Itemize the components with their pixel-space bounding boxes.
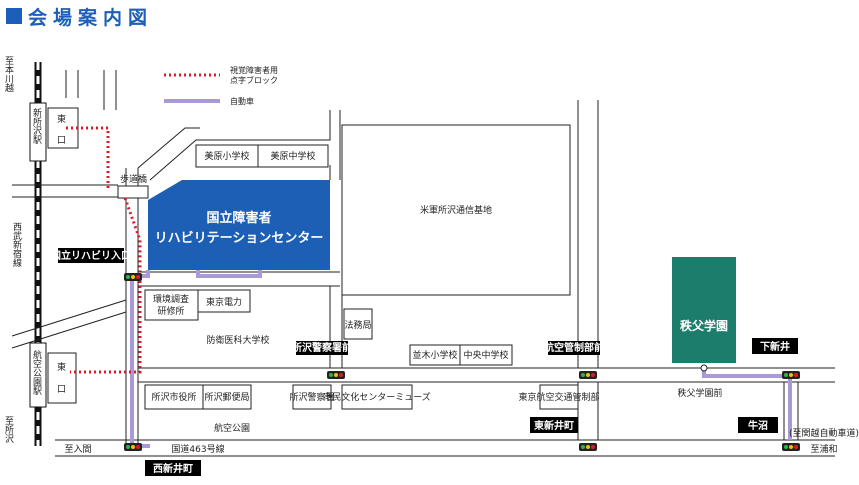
legend-braille-line2: 点字ブロック	[230, 75, 278, 85]
badge-kansei: 航空管制部前	[544, 341, 604, 354]
label-tepco: 東京電力	[206, 296, 242, 308]
badge-police-bg	[296, 341, 348, 355]
us-army-base	[341, 124, 571, 296]
badge-rihabiri: 国立リハビリ入口	[51, 249, 131, 262]
center-name-line2: リハビリテーションセンター	[155, 230, 324, 246]
rehabilitation-center-building	[148, 180, 330, 270]
shin-tokorozawa-station	[29, 102, 47, 162]
label-koku-koen-park: 航空公園	[214, 422, 250, 434]
label-namiki-es: 並木小学校	[412, 349, 457, 361]
badge-nishi-shin-arai: 西新井町	[153, 462, 193, 475]
label-cityhall: 所沢市役所	[151, 391, 196, 403]
mihara-junior-high-school	[257, 144, 329, 168]
signal-police	[327, 371, 345, 379]
post-office-building	[202, 384, 252, 410]
label-shin-tokorozawa: 新所沢駅	[31, 107, 42, 145]
signal-kansei	[579, 371, 597, 379]
signal-nishi-shin-arai	[124, 443, 142, 451]
label-post: 所沢郵便局	[204, 391, 249, 403]
badge-higashi-bg	[530, 417, 578, 433]
badge-shin-arai-bg	[752, 338, 798, 354]
map-title: 会場案内図	[6, 4, 154, 29]
chichibu-gakuen-label: 秩父学園	[680, 318, 728, 333]
badge-higashi-shin-arai: 東新井町	[534, 419, 574, 432]
traffic-control-building	[539, 384, 579, 410]
badge-ushinuma: 牛沼	[748, 419, 768, 432]
label-kankyo-line2: 研修所	[157, 305, 184, 317]
label-koku-koen-station: 航空公園駅	[31, 349, 42, 396]
badge-nishi-bg	[145, 460, 201, 476]
label-hodokyo: 歩道橋	[120, 173, 147, 185]
legend-car-label: 自動車	[230, 96, 254, 106]
houmukyoku-building	[343, 308, 373, 340]
bus-stop-icon	[700, 364, 708, 372]
badge-kansei-bg	[548, 341, 600, 355]
label-mihara-es: 美原小学校	[204, 150, 249, 162]
label-kankyo-line1: 環境調査	[153, 293, 189, 305]
hodokyo-building	[117, 185, 149, 199]
kankyo-institute	[144, 289, 199, 321]
label-us-army: 米軍所沢通信基地	[420, 204, 492, 216]
label-chichibu-mae: 秩父学園前	[677, 387, 722, 399]
title-square-icon	[6, 8, 22, 24]
label-to-hon-kawagoe: 至本川越	[3, 56, 14, 92]
label-expressway: (至関越自動車道)	[789, 427, 859, 439]
legend-braille-label: 視覚障害者用点字ブロック	[230, 65, 278, 85]
badge-shin-arai: 下新井	[760, 340, 790, 353]
label-to-urawa: 至浦和	[810, 443, 837, 455]
label-seibu-line: 西武新宿線	[11, 222, 22, 267]
label-police: 所沢警察署	[289, 391, 334, 403]
label-culture: 市民文化センターミューズ	[323, 391, 431, 403]
tepco-building	[197, 289, 251, 313]
road-network	[11, 70, 835, 457]
legend: 視覚障害者用点字ブロック 自動車	[164, 65, 278, 106]
signal-rihabiri	[124, 273, 142, 281]
police-building	[292, 384, 332, 410]
label-mihara-js: 美原中学校	[270, 150, 315, 162]
label-to-tokorozawa: 至所沢	[3, 416, 14, 444]
label-exit-north: 口	[57, 136, 66, 146]
east-exit-box-south	[47, 352, 77, 404]
label-traffic-control: 東京航空交通管制部	[518, 391, 599, 403]
signal-ushinuma	[782, 443, 800, 451]
traffic-signals	[124, 273, 800, 451]
chuo-junior-high-school	[459, 344, 513, 366]
badge-police: 所沢警察署前	[292, 341, 352, 354]
signal-shin-arai	[782, 371, 800, 379]
center-name-line1: 国立障害者	[206, 210, 271, 226]
legend-braille-line1: 視覚障害者用	[230, 65, 278, 75]
badge-ushinuma-bg	[738, 417, 778, 433]
label-chuo-js: 中央中学校	[463, 349, 508, 361]
chichibu-gakuen-building	[672, 257, 736, 363]
signal-higashi-shin-arai	[579, 443, 597, 451]
label-east-south: 東	[57, 361, 66, 373]
braille-route	[66, 126, 142, 374]
label-exit-south: 口	[57, 385, 66, 395]
label-route463: 国道463号線	[171, 443, 224, 455]
label-to-iruma: 至入間	[64, 444, 91, 455]
label-houmukyoku: 法務局	[344, 319, 371, 331]
title-text: 会場案内図	[28, 6, 154, 29]
badge-rihabiri-bg	[58, 248, 124, 263]
koku-koen-station	[29, 342, 47, 408]
label-bouei: 防衛医科大学校	[206, 334, 269, 346]
culture-center-building	[341, 384, 413, 410]
label-east-north: 東	[57, 113, 66, 125]
